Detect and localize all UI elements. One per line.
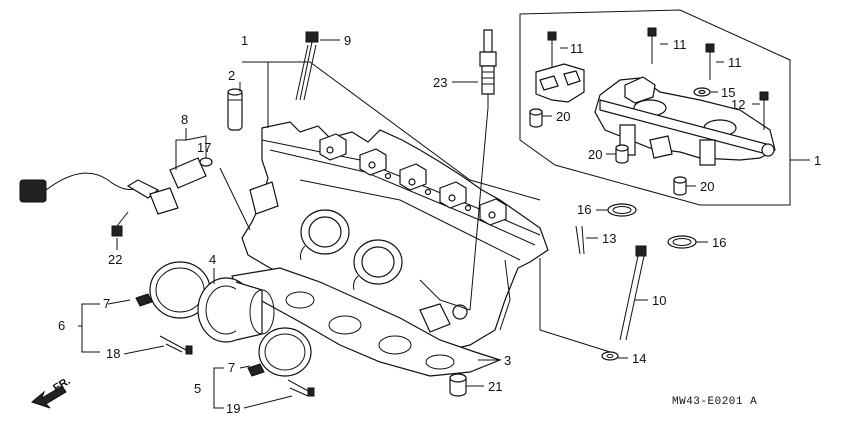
head-gasket: [231, 267, 502, 377]
callout-15: 15: [721, 85, 735, 100]
callout-labels: 1 1 2 3 4 5 6 7 7 8 9 10 11 11 11 12 13 …: [58, 33, 821, 416]
diagram-code: MW43-E0201 A: [672, 396, 757, 408]
callout-5: 5: [194, 381, 201, 396]
callout-9: 9: [344, 33, 351, 48]
cam-holder-bolts: [547, 27, 769, 130]
callout-11-c: 11: [728, 55, 742, 70]
clamp-band-5: [247, 327, 315, 397]
callout-17: 17: [197, 140, 211, 155]
bolt-22: [111, 211, 129, 237]
callout-7-lower: 7: [228, 360, 235, 375]
sensor-assembly: [19, 157, 213, 215]
dowel-pins: [529, 108, 687, 196]
callout-4: 4: [209, 252, 216, 267]
carburetor-insulator: [197, 277, 275, 343]
callout-11-a: 11: [570, 41, 584, 56]
callout-13: 13: [602, 231, 616, 246]
spark-plug: [469, 29, 497, 311]
valve-guide: [227, 88, 243, 131]
stud-13: [575, 225, 585, 255]
callout-16-right: 16: [712, 235, 726, 250]
screws: [165, 343, 309, 397]
callout-20-b: 20: [588, 147, 602, 162]
cam-holder-small: [535, 63, 585, 103]
leader-lines: [78, 9, 810, 409]
seal-rings: [607, 203, 697, 249]
callout-3: 3: [504, 353, 511, 368]
clamp-band-6: [135, 261, 211, 355]
callout-12: 12: [731, 97, 745, 112]
callout-2: 2: [228, 68, 235, 83]
callout-10: 10: [652, 293, 666, 308]
callout-20-c: 20: [700, 179, 714, 194]
head-bolt-10: [601, 245, 647, 361]
callout-6: 6: [58, 318, 65, 333]
callout-21: 21: [488, 379, 502, 394]
callout-1-left: 1: [241, 33, 248, 48]
callout-7-upper: 7: [103, 296, 110, 311]
callout-11-b: 11: [673, 37, 687, 52]
callout-16-left: 16: [577, 202, 591, 217]
callout-22: 22: [108, 252, 122, 267]
callout-20-a: 20: [556, 109, 570, 124]
callout-19: 19: [226, 401, 240, 416]
stud-bolt-9: [295, 31, 319, 101]
front-direction-arrow-icon: [30, 385, 67, 409]
callout-18: 18: [106, 346, 120, 361]
callout-23: 23: [433, 75, 447, 90]
callout-1-right: 1: [814, 153, 821, 168]
callout-8: 8: [181, 112, 188, 127]
camshaft-holder: [594, 76, 776, 166]
callout-14: 14: [632, 351, 646, 366]
dowel-21: [449, 373, 467, 397]
